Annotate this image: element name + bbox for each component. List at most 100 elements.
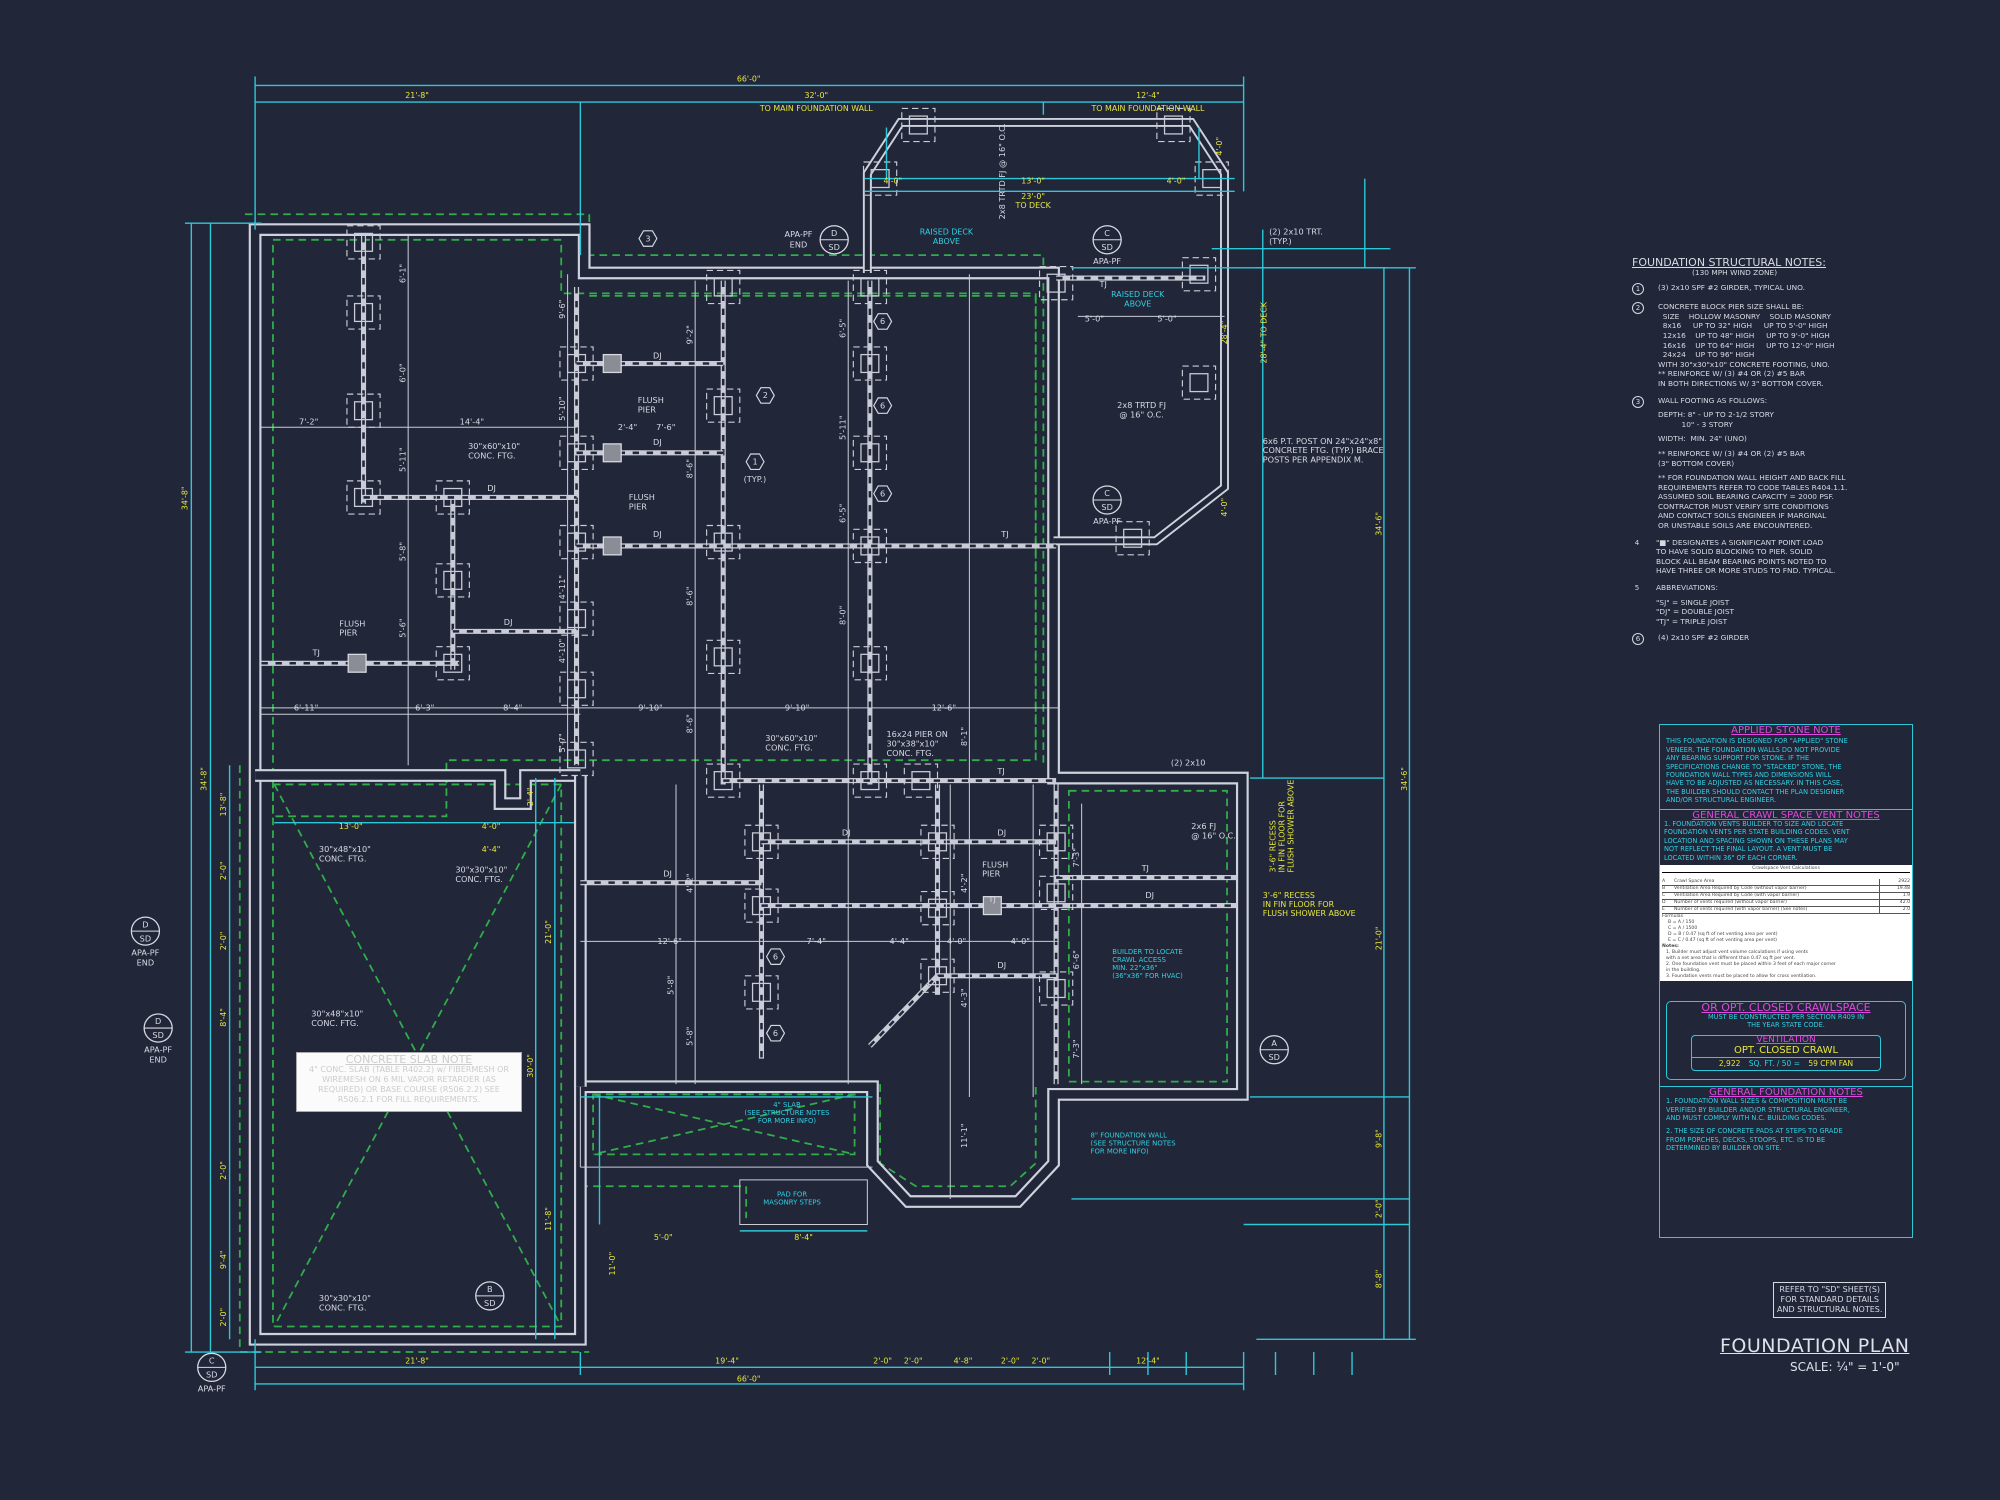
refer-sd-note: REFER TO "SD" SHEET(S) FOR STANDARD DETA… — [1773, 1282, 1887, 1318]
dim-interior: 8'-0" — [838, 606, 848, 625]
row-value: 2922 — [1898, 879, 1910, 885]
dim-interior: 5'-11" — [838, 416, 848, 441]
pier — [852, 269, 888, 305]
applied-stone-line: HAVE TO BE ADJUSTED AS NECESSARY. IN THI… — [1666, 779, 1843, 788]
joist-tag: TJ — [312, 648, 320, 658]
vent-notes-title: Notes: — [1662, 944, 1679, 950]
footing-30x60-label: 30"x60"x10"CONC. FTG. — [765, 733, 817, 752]
pier — [852, 763, 888, 798]
label-line: CONC. FTG. — [319, 853, 367, 863]
dim-interior: 4'-2" — [959, 874, 969, 893]
dim-top-right: 12'-4" — [1136, 91, 1160, 100]
concrete-slab-note-line: REQUIRED) OR BASE COURSE (R506.2.2) SEE — [318, 1085, 500, 1094]
pier — [435, 563, 470, 598]
section-letter: D — [142, 919, 148, 929]
vent-notes-heading: GENERAL CRAWL SPACE VENT NOTES — [1692, 809, 1880, 821]
callout-number: 6 — [773, 951, 778, 961]
structural-note-line: WITH 30"x30"x10" CONCRETE FOOTING, UNO. — [1658, 359, 1830, 369]
dim-interior: 4'-10" — [557, 639, 567, 664]
pier — [1038, 875, 1074, 911]
dim-right-overall-a: 34'-6" — [1374, 512, 1383, 536]
joist-tag: DJ — [487, 483, 496, 493]
closed-crawl-line: THE YEAR STATE CODE. — [1747, 1020, 1825, 1029]
vent-formula: B = A / 150 — [1668, 920, 1695, 926]
label-line: 3'-6" RECESS — [1263, 891, 1315, 900]
dim-interior: 5'-8" — [685, 1027, 695, 1046]
dim-deck-23: 23'-0" — [1021, 192, 1045, 201]
pier — [852, 346, 888, 381]
section-tag: END — [137, 958, 155, 968]
vent-table-note: 2. One foundation vent must be placed wi… — [1666, 962, 1836, 968]
dim-right-21: 21'-0" — [1374, 927, 1383, 951]
dim-garage-4: 4'-0" — [482, 822, 501, 831]
deck-joist-label: 2x8 TRTD FJ@ 16" O.C. — [1117, 400, 1166, 419]
label-line: FOR MORE INFO) — [1091, 1148, 1150, 1156]
pier — [744, 975, 779, 1010]
applied-stone-line: AND/OR STRUCTURAL ENGINEER. — [1666, 796, 1777, 805]
dim-interior: 8'-6" — [685, 714, 695, 733]
label-line: 30"x30"x10" — [319, 1293, 371, 1303]
dim-interior: 8'-6" — [685, 459, 695, 478]
callout-number: 6 — [880, 400, 885, 410]
note-number: 3 — [1632, 395, 1644, 408]
dim-interior: 5'-8" — [665, 976, 675, 995]
structural-note-line: (4) 2x10 SPF #2 GIRDER — [1658, 633, 1750, 643]
dim-garage-30: 30'-0" — [526, 1054, 535, 1078]
deck-post-label: 6x6 P.T. POST ON 24"x24"x8"CONCRETE FTG.… — [1263, 436, 1384, 465]
pier — [706, 269, 741, 305]
joist-tag: DJ — [504, 617, 513, 627]
row-key: C — [1662, 893, 1666, 899]
section-letter: C — [1104, 228, 1110, 238]
label-line: MIN. 22"x36" — [1112, 964, 1157, 972]
row-key: B — [1662, 886, 1666, 892]
drawing-title: FOUNDATION PLAN — [1720, 1335, 1910, 1357]
dim-porch-5: 5'-0" — [654, 1233, 673, 1242]
dimension-text: 66'-0" 21'-8" 32'-0" TO MAIN FOUNDATION … — [180, 75, 1408, 1384]
vent-note-line: LOCATION AND SPACING SHOWN ON THESE PLAN… — [1664, 836, 1848, 845]
callout-number: 3 — [645, 233, 650, 243]
closed-crawl-box: OR OPT. CLOSED CRAWLSPACE MUST BE CONSTR… — [1666, 1001, 1906, 1080]
drawing-scale: SCALE: ¼" = 1'-0" — [1790, 1360, 1900, 1374]
dim-right-2: 2'-0" — [1374, 1199, 1383, 1218]
label-line: FLUSH — [982, 859, 1008, 869]
general-note-line: DETERMINED BY BUILDER ON SITE. — [1666, 1144, 1782, 1153]
joist-tag: DJ — [1145, 890, 1154, 900]
structural-note-line: DEPTH: 8" - UP TO 2-1/2 STORY — [1658, 410, 1774, 420]
label-line: ABOVE — [933, 237, 960, 246]
structural-note-line: ABBREVIATIONS: — [1656, 583, 1718, 593]
label-line: @ 16" O.C. — [1191, 830, 1235, 840]
label-line: 16x24 PIER ON — [886, 729, 947, 739]
row-key: D — [1662, 900, 1666, 906]
closed-crawl-heading: OR OPT. CLOSED CRAWLSPACE — [1701, 1001, 1871, 1015]
callout-tag: 6 — [873, 313, 893, 330]
structural-note-line: AND CONTACT SOILS ENGINEER IF MARGINAL — [1658, 511, 1827, 521]
flush-pier — [602, 353, 622, 374]
label-line: IN FIN FLOOR FOR — [1263, 900, 1335, 909]
pier — [706, 639, 741, 675]
dim-bottom-3: 2'-0" — [873, 1357, 892, 1366]
callout-number: 1 — [753, 457, 758, 467]
floor-joist-2x6-label: 2x6 FJ@ 16" O.C. — [1191, 821, 1235, 840]
label-line: FLUSH — [629, 492, 655, 502]
dim-top-mid-note: TO MAIN FOUNDATION WALL — [759, 104, 874, 113]
row-value: 42.0 — [1899, 900, 1910, 906]
dim-top-left: 21'-8" — [405, 91, 429, 100]
applied-stone-line: THE BUILDER SHOULD CONTACT THE PLAN DESI… — [1666, 787, 1845, 796]
fan-size: 59 CFM FAN — [1808, 1058, 1854, 1068]
joist-tag: TJ — [1000, 529, 1008, 539]
label-line: (36"x36" FOR HVAC) — [1112, 972, 1183, 980]
dim-interior: 7'-2" — [299, 417, 318, 427]
interior-dimension-lines — [261, 235, 1225, 1199]
vent-table-note: 1. Builder must adjust vent volume calcu… — [1666, 950, 1809, 956]
dim-right-28-4-deck: 28'-4" TO DECK — [1260, 301, 1269, 363]
section-sheet: SD — [828, 242, 839, 252]
dim-right-28-4: 28'-4" — [1220, 321, 1229, 345]
